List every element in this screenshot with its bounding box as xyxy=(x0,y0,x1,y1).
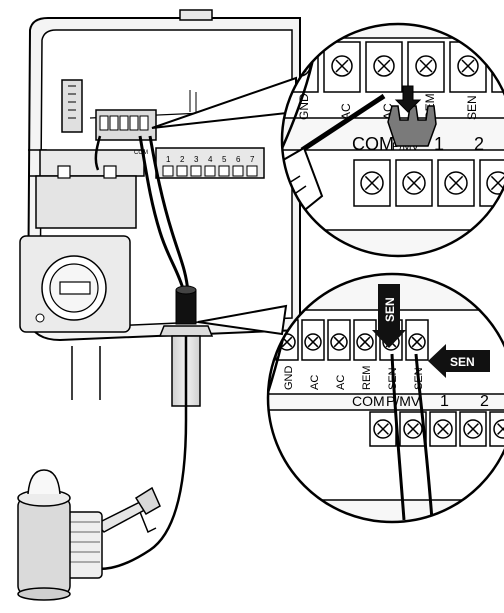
rain-sensor xyxy=(17,469,161,601)
num2-label-bottom: 2 xyxy=(480,393,489,410)
terminal-screw-top[interactable] xyxy=(457,55,479,77)
transformer xyxy=(35,149,145,229)
com-label-top: COM xyxy=(352,134,394,154)
controller-terminal-number: 6 xyxy=(236,155,241,164)
controller-terminal-screw[interactable] xyxy=(162,165,174,177)
callout-pointer-bottom xyxy=(197,304,288,336)
controller-terminal-number: 3 xyxy=(194,155,199,164)
sensor-wire-detail-b xyxy=(414,353,434,521)
terminal-block-top xyxy=(407,41,445,93)
cable-gland xyxy=(158,285,214,337)
terminal-screw-bottom[interactable] xyxy=(304,333,322,351)
sensor-wire-detail-a xyxy=(390,353,406,521)
dial-knob xyxy=(59,281,91,295)
controller-terminal-number: 4 xyxy=(208,155,213,164)
conduits xyxy=(71,335,201,407)
terminal-screw-bottom[interactable] xyxy=(408,333,426,351)
power-wire xyxy=(94,135,102,171)
lower-terminal-screw-bottom[interactable] xyxy=(403,419,423,439)
lower-terminal-screw-bottom[interactable] xyxy=(373,419,393,439)
num1-label-bottom: 1 xyxy=(440,393,449,410)
terminal-label-bottom: GND xyxy=(283,366,295,391)
hinge xyxy=(179,9,213,21)
terminal-screw-top[interactable] xyxy=(415,55,437,77)
sen-arrow-vertical: SEN xyxy=(372,284,406,348)
controller-terminal-screw[interactable] xyxy=(218,165,230,177)
terminal-screw-top[interactable] xyxy=(331,55,353,77)
terminal-label-bottom: REM xyxy=(361,366,373,390)
controller-terminal-number: 7 xyxy=(250,155,255,164)
controller-terminal-number: 5 xyxy=(222,155,227,164)
lower-terminal-screw-bottom[interactable] xyxy=(493,419,504,439)
com-label: COM xyxy=(134,150,148,156)
terminal-label-bottom: AC xyxy=(309,375,321,390)
detail-circle-bottom: GND AC AC REM SEN SEN COM P/MV 1 2 xyxy=(266,272,504,524)
lower-terminal-screw-top[interactable] xyxy=(360,171,384,195)
num1-label-top: 1 xyxy=(434,134,444,154)
controller-terminal-number: 2 xyxy=(180,155,185,164)
pmv-label-bottom: P/MV xyxy=(386,393,421,409)
com-label-bottom: COM xyxy=(352,393,385,409)
jumper-clip xyxy=(387,105,437,147)
controller-terminal-screw[interactable] xyxy=(232,165,244,177)
terminal-screw-top[interactable] xyxy=(373,55,395,77)
terminal-screw-top[interactable] xyxy=(499,55,504,77)
screwdriver-handle xyxy=(282,146,324,248)
sen-arrow-vertical-label: SEN xyxy=(383,297,397,322)
terminal-block-top xyxy=(323,41,361,93)
lower-terminal-screw-top[interactable] xyxy=(402,171,426,195)
lower-terminal-screw-top[interactable] xyxy=(444,171,468,195)
controller-terminal-screw[interactable] xyxy=(176,165,188,177)
remove-arrow-icon xyxy=(394,85,422,113)
sen-arrow-horizontal: SEN xyxy=(428,344,490,378)
terminal-label-top: SEN xyxy=(465,95,479,120)
controller-terminal-screw[interactable] xyxy=(190,165,202,177)
sensor-wire-b xyxy=(148,135,190,293)
dial-module xyxy=(19,235,131,333)
terminal-label-bottom: AC xyxy=(335,375,347,390)
terminal-block-top xyxy=(491,41,504,93)
lower-terminal-screw-bottom[interactable] xyxy=(463,419,483,439)
sensor-wire-a xyxy=(138,135,186,293)
sensor-cable xyxy=(79,336,188,571)
controller-terminal-number: 1 xyxy=(166,155,171,164)
terminal-screw-bottom[interactable] xyxy=(356,333,374,351)
screwdriver-shaft xyxy=(300,93,386,153)
sen-arrow-horizontal-label: SEN xyxy=(450,355,475,369)
controller-terminal-screw[interactable] xyxy=(246,165,258,177)
num2-label-top: 2 xyxy=(474,134,484,154)
controller-terminal-screw[interactable] xyxy=(204,165,216,177)
lower-terminal-screw-bottom[interactable] xyxy=(433,419,453,439)
terminal-screw-bottom[interactable] xyxy=(330,333,348,351)
terminal-block-top xyxy=(365,41,403,93)
